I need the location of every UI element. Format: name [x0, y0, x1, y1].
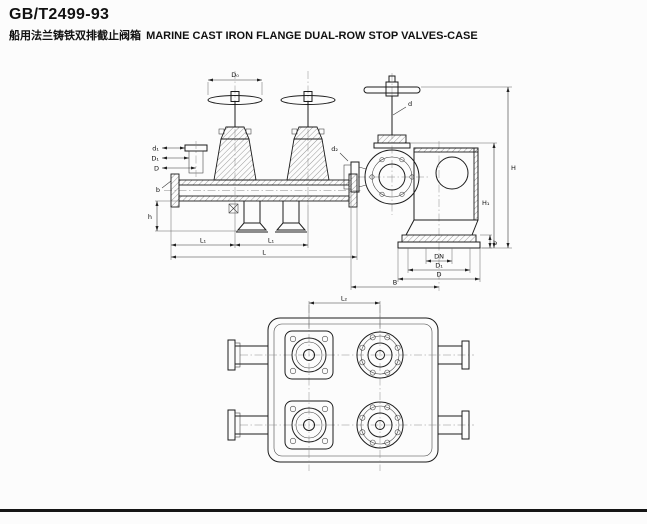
bonnet-side	[373, 134, 411, 149]
dim-label-H1: H₁	[482, 199, 490, 207]
round-flange-bottom	[356, 401, 404, 449]
bonnet-flange	[373, 142, 411, 149]
bonnet-right	[293, 126, 323, 140]
bonnet-left	[220, 126, 250, 140]
front-view: D₀ d₁ D₁ D b h L₁ L₁ L	[148, 71, 362, 260]
side-view-dimensions: b H H₁ DN D₁ D B	[350, 86, 516, 290]
pipe-wall-bottom	[178, 195, 350, 202]
page-header: GB/T2499-93 船用法兰铸铁双排截止阀箱 MARINE CAST IRO…	[9, 6, 480, 43]
bolt-holes	[359, 404, 401, 446]
dim-label-l1a: L₁	[200, 237, 207, 245]
bolt-circle	[371, 156, 413, 198]
standard-number: GB/T2499-93	[9, 6, 110, 23]
side-pipes-left	[227, 339, 268, 441]
case-outline	[267, 317, 439, 463]
side-view: d d₂	[331, 73, 516, 291]
dim-label-B: B	[393, 279, 397, 287]
dim-label-b-front: b	[156, 186, 160, 194]
handwheel-bar	[363, 86, 421, 94]
flange-bolt-holes	[369, 157, 415, 197]
chamber-wall-top	[413, 147, 479, 153]
case-inner-outline	[273, 323, 433, 457]
square-flange-bottom	[284, 400, 334, 450]
gland-nut	[245, 128, 252, 135]
valve-body-left	[213, 138, 257, 181]
dim-label-d-stem: d	[408, 100, 412, 108]
gland-nut	[291, 128, 298, 135]
round-flange-top	[356, 331, 404, 379]
chamber-opening	[435, 156, 469, 190]
gland-nut	[318, 128, 325, 135]
end-flange-left	[170, 173, 180, 208]
valve-right	[280, 91, 336, 181]
centerlines-front	[164, 71, 362, 205]
stem-nut	[388, 75, 396, 83]
valve-left	[207, 91, 263, 181]
dim-label-h: h	[148, 213, 152, 221]
manifold-pipe	[170, 173, 358, 208]
plan-view: L₂	[227, 295, 474, 471]
technical-drawing: D₀ d₁ D₁ D b h L₁ L₁ L	[148, 71, 516, 471]
page-title: 船用法兰铸铁双排截止阀箱 MARINE CAST IRON FLANGE DUA…	[9, 27, 480, 43]
body-bore	[378, 163, 406, 191]
body-flange-outer	[364, 149, 420, 205]
inlet-flange-plate	[343, 164, 352, 190]
drain-plug	[228, 203, 239, 214]
dim-label-l2: L₂	[341, 295, 348, 303]
handwheel-side: d	[363, 75, 421, 135]
centerlines-side	[358, 73, 440, 291]
branch-flange-detail	[184, 141, 208, 177]
bottom-flange-plate	[397, 241, 481, 249]
title-chinese: 船用法兰铸铁双排截止阀箱	[9, 30, 141, 42]
chamber-wall	[413, 147, 479, 221]
footer-rule	[0, 509, 647, 512]
dim-label-D-front: D	[154, 165, 159, 173]
side-pipes-right	[438, 340, 470, 440]
bottom-flange	[401, 234, 477, 243]
dim-label-d1: d₁	[152, 145, 159, 153]
dim-label-d2: d₂	[331, 145, 338, 153]
foot-right	[275, 222, 307, 231]
foot-left	[236, 222, 268, 231]
square-flange-top	[284, 330, 334, 380]
end-flange-right	[348, 173, 358, 208]
gland-nut	[218, 128, 225, 135]
centerlines-plan	[240, 305, 474, 471]
plan-view-dimensions: L₂	[308, 295, 381, 329]
dim-label-D-side: D	[436, 271, 441, 279]
dim-label-dn: DN	[434, 253, 444, 261]
dim-label-l: L	[262, 249, 266, 257]
dim-label-H: H	[511, 164, 516, 172]
front-view-dimensions: D₀ d₁ D₁ D b h L₁ L₁ L	[148, 71, 358, 260]
packing-gland	[377, 134, 407, 144]
valve-body-right	[286, 138, 330, 181]
pipe-wall-top	[178, 179, 350, 186]
dim-label-b-side: b	[493, 239, 497, 247]
title-english: MARINE CAST IRON FLANGE DUAL-ROW STOP VA…	[146, 30, 478, 42]
dim-label-d0: D₀	[231, 71, 239, 79]
dim-label-D1-side: D₁	[435, 262, 443, 270]
dim-label-l1b: L₁	[268, 237, 275, 245]
dim-label-D1-front: D₁	[151, 155, 159, 163]
chamber-wall-right	[473, 147, 479, 221]
bolt-holes	[359, 334, 401, 376]
valve-body-side: d₂	[331, 145, 420, 205]
case-chamber	[397, 147, 481, 249]
support-legs	[228, 201, 307, 233]
